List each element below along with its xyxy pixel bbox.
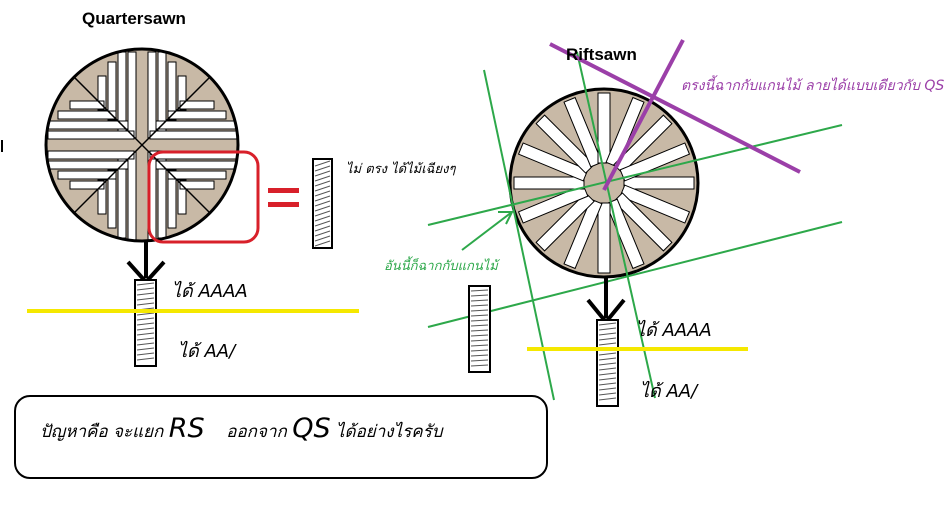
note-perpendicular: ตรงนี้ฉากกับแกนไม้ ลายได้แบบเดียวกับ QS [681,78,945,94]
question-middle: ออกจาก [226,422,287,442]
highlight-box [147,150,260,244]
equals-sign [268,188,299,207]
rift-board-side [468,285,491,373]
diagonal-grain-board [312,158,333,249]
down-arrow-icon-rs [586,276,626,326]
question-text: ปัญหาคือ จะแยก RS ออกจาก QS ได้อย่างไรคร… [40,413,443,445]
rs-result-top: ได้ AAAA [636,320,712,341]
question-rs: RS [168,413,205,444]
qs-result-bottom: ได้ AA/ [178,341,236,362]
down-arrow-icon [126,241,166,285]
question-qs: QS [292,413,331,444]
purple-lines [549,39,801,191]
question-suffix: ได้อย่างไรครับ [335,422,443,442]
green-guide-lines [427,51,843,401]
qs-result-top: ได้ AAAA [172,281,248,302]
green-pointer-arrow [461,211,514,251]
riftsawn-title: Riftsawn [566,45,637,64]
straight-grain-board-rs [596,319,619,407]
quartersawn-title: Quartersawn [82,9,186,28]
quartersawn-log [44,47,240,243]
question-box [14,395,548,479]
note-this-perpendicular: อันนี้ก็ฉากกับแกนไม้ [384,259,498,274]
question-prefix: ปัญหาคือ จะแยก [40,422,164,442]
rs-result-bottom: ได้ AA/ [640,381,698,402]
note-not-straight: ไม่ ตรง ได้ไม้เฉียงๆ [346,162,456,177]
straight-grain-board-qs [134,279,157,367]
